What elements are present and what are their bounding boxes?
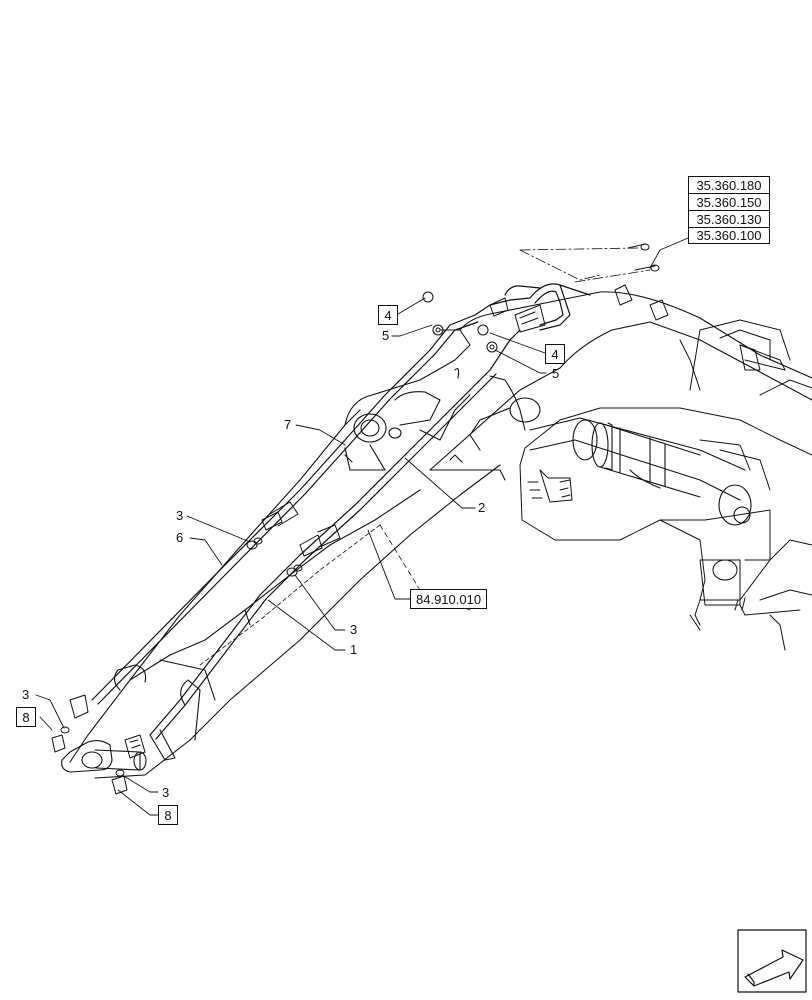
reference-35-360-100[interactable]: 35.360.100 (688, 227, 770, 244)
reference-35-360-150[interactable]: 35.360.150 (688, 193, 770, 210)
boom-joint (344, 329, 561, 471)
pipe-fittings (51, 243, 786, 795)
main-boom (429, 291, 812, 481)
callout-5-right: 5 (552, 366, 560, 381)
machine-upper-structure (519, 319, 812, 651)
callout-leaders (35, 237, 689, 816)
reference-35-360-180[interactable]: 35.360.180 (688, 176, 770, 193)
callout-3-middle: 3 (350, 622, 358, 637)
callout-3-lower: 3 (162, 785, 170, 800)
callout-3-lower-left: 3 (22, 687, 30, 702)
callout-8-lower: 8 (158, 805, 178, 825)
arrow-icon (737, 929, 807, 993)
callout-6: 6 (176, 530, 184, 545)
callout-2: 2 (478, 500, 486, 515)
callout-8-left: 8 (16, 707, 36, 727)
reference-84-910-010[interactable]: 84.910.010 (410, 589, 488, 609)
reference-35-360-130[interactable]: 35.360.130 (688, 210, 770, 227)
boom-cylinder (529, 417, 752, 526)
callout-3-upper: 3 (176, 508, 184, 523)
callout-7: 7 (284, 417, 292, 432)
callout-4-right: 4 (545, 344, 565, 364)
callout-4-upper: 4 (378, 305, 398, 325)
hydraulic-pipes (91, 247, 651, 740)
callout-1: 1 (350, 642, 358, 657)
callout-5-upper: 5 (382, 328, 390, 343)
